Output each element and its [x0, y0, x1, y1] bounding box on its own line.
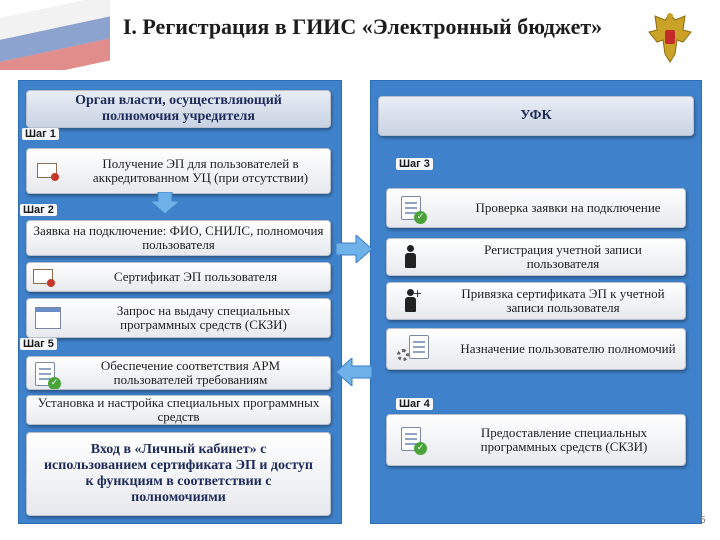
- step-4-label: Шаг 4: [396, 398, 433, 410]
- step-5-label: Шаг 5: [20, 338, 57, 350]
- step-2-item-2: Сертификат ЭП пользователя: [26, 262, 331, 292]
- page-title: I. Регистрация в ГИИС «Электронный бюдже…: [122, 14, 603, 39]
- step-1-label: Шаг 1: [22, 128, 59, 140]
- document-icon: ✓: [401, 196, 427, 224]
- right-arrow: [336, 235, 372, 263]
- left-arrow: [336, 358, 372, 386]
- person-icon: [403, 245, 417, 269]
- step-5-item-3: Вход в «Личный кабинет» с использованием…: [26, 432, 331, 516]
- step-3-label: Шаг 3: [396, 158, 433, 170]
- certificate-icon: [37, 163, 59, 181]
- page-number: 5: [700, 515, 706, 526]
- plus-icon: +: [413, 287, 423, 300]
- document-icon: [409, 335, 429, 359]
- step-2-label: Шаг 2: [20, 204, 57, 216]
- emblem-icon: [648, 13, 692, 63]
- check-icon: ✓: [414, 442, 427, 455]
- step-2-item-1: Заявка на подключение: ФИО, СНИЛС, полно…: [26, 220, 331, 256]
- step-3-item-3: + Привязка сертификата ЭП к учетной запи…: [386, 282, 686, 320]
- check-icon: ✓: [48, 377, 61, 389]
- step-4-card: ✓ Предоставление специальных программных…: [386, 414, 686, 466]
- step-3-item-4: Назначение пользователю полномочий: [386, 328, 686, 370]
- certificate-icon: [33, 269, 55, 287]
- window-icon: [35, 307, 61, 329]
- step-2-item-3: Запрос на выдачу специальных программных…: [26, 298, 331, 338]
- step-3-item-1: ✓ Проверка заявки на подключение: [386, 188, 686, 228]
- check-icon: ✓: [414, 211, 427, 224]
- person-icon: [403, 289, 417, 313]
- right-header: УФК: [378, 96, 694, 136]
- step-5-item-2: Установка и настройка специальных програ…: [26, 395, 331, 425]
- step-1-card: Получение ЭП для пользователей в аккреди…: [26, 148, 331, 194]
- left-header: Орган власти, осуществляющий полномочия …: [26, 90, 331, 128]
- down-arrow: [150, 192, 180, 214]
- step-3-item-2: Регистрация учетной записи пользователя: [386, 238, 686, 276]
- document-icon: ✓: [35, 362, 61, 389]
- gear-icon: [397, 349, 409, 361]
- step-5-item-1: ✓ Обеспечение соответствия АРМ пользоват…: [26, 356, 331, 390]
- document-icon: ✓: [401, 427, 427, 455]
